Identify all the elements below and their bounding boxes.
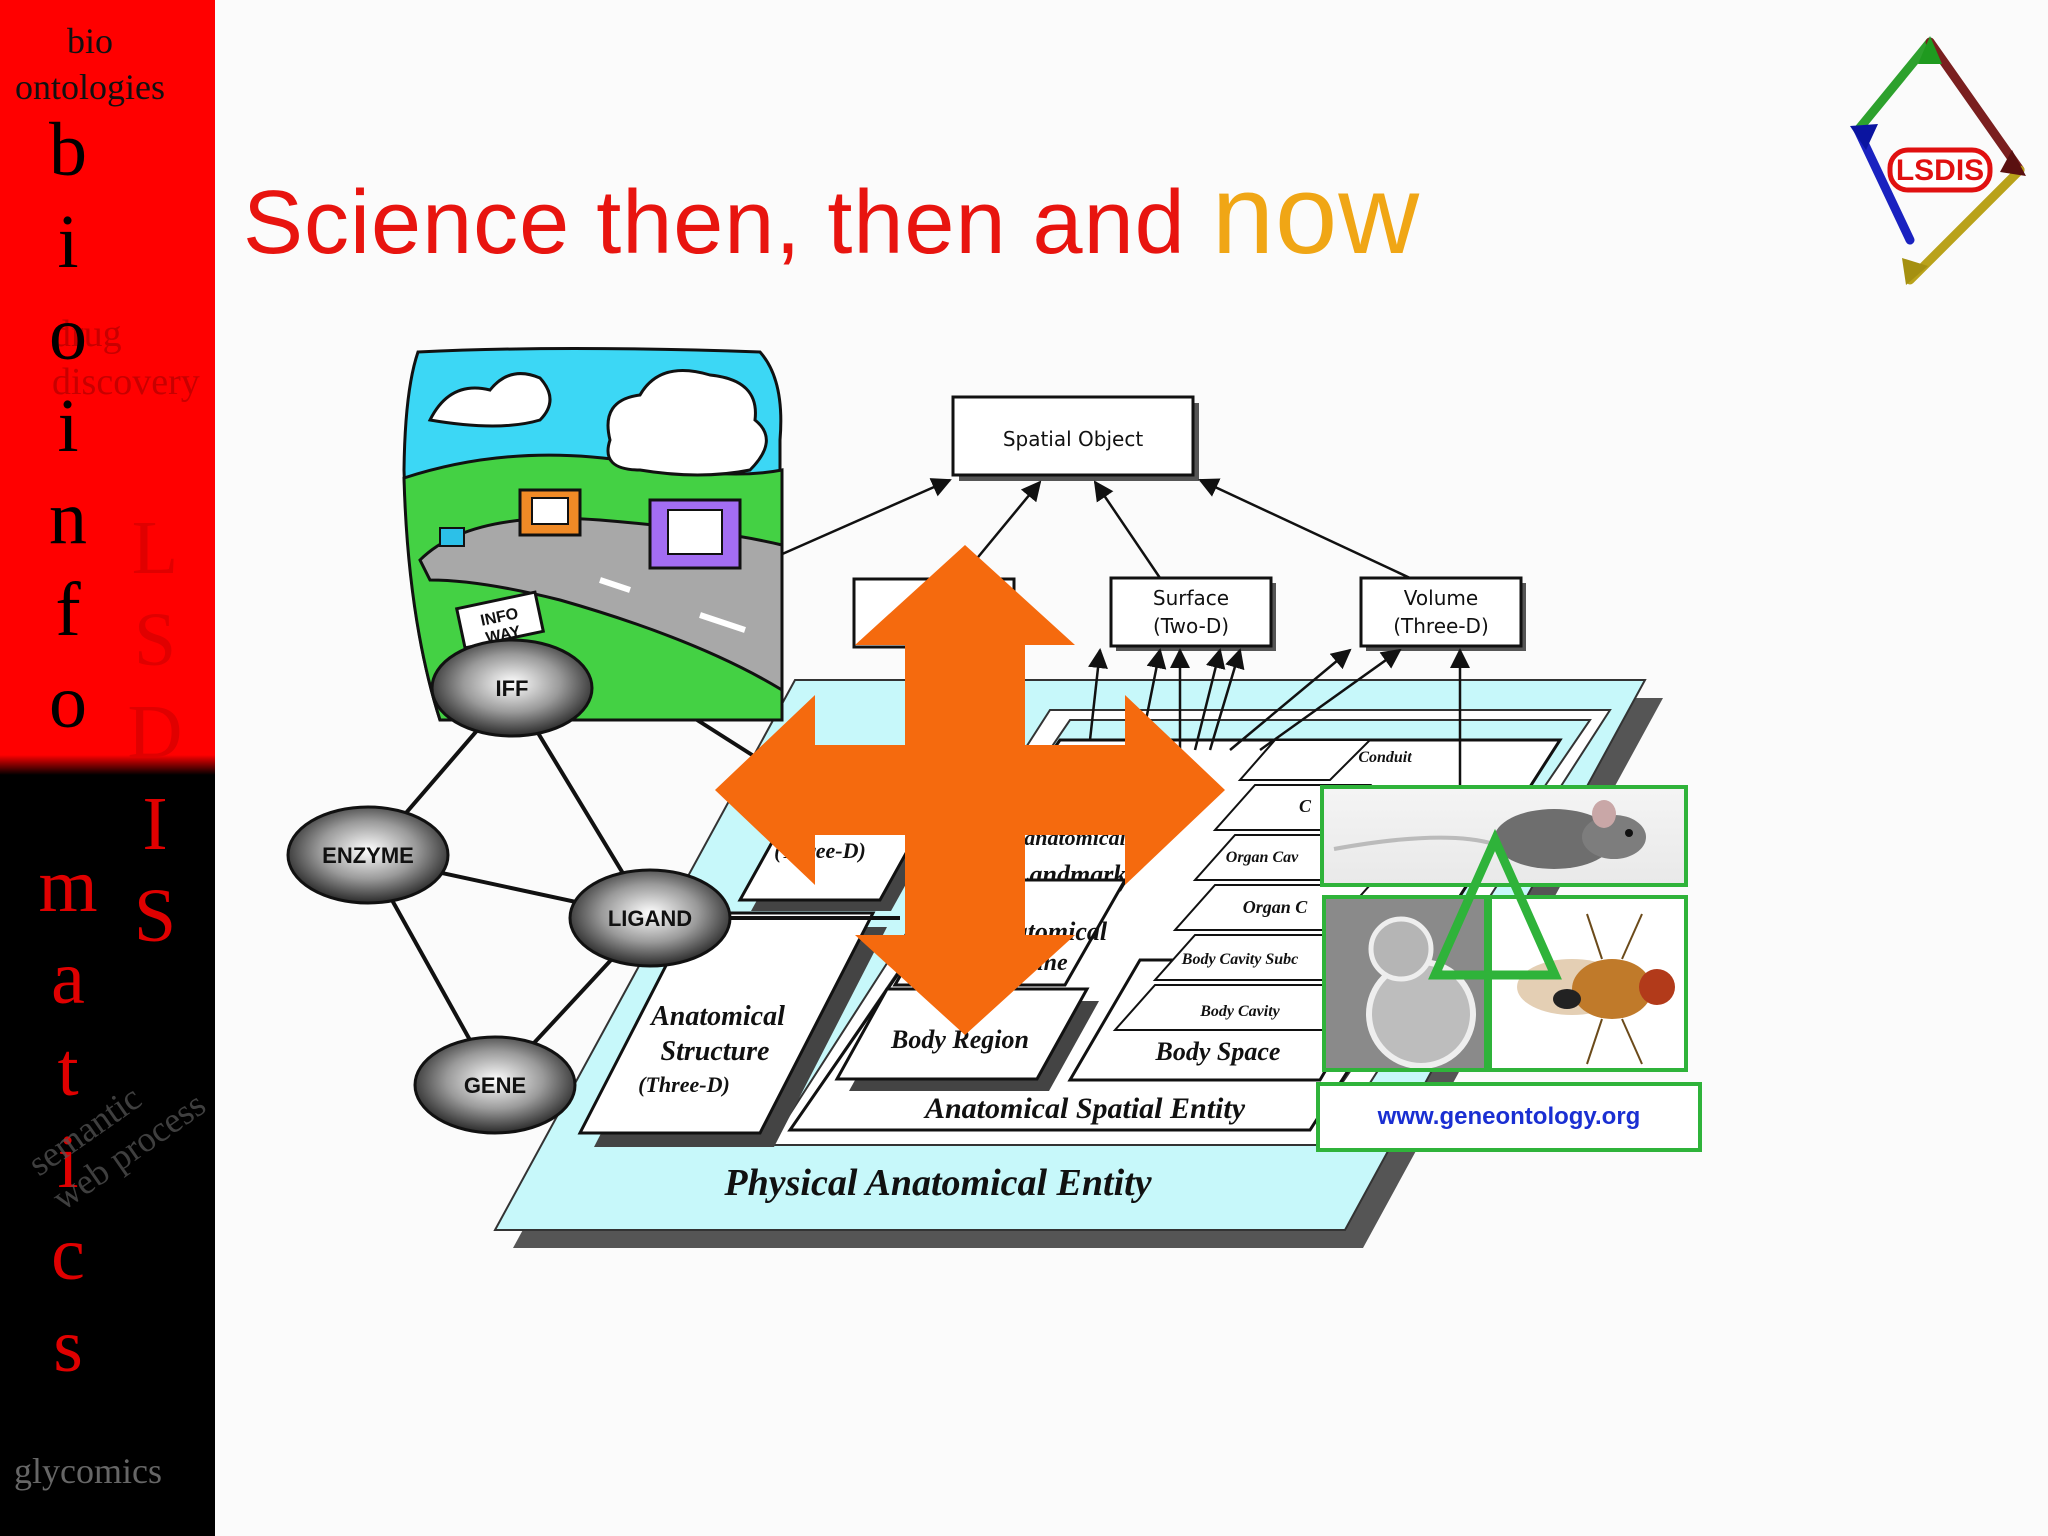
node-iff: IFF bbox=[430, 638, 594, 738]
spatial-object-box bbox=[951, 395, 1199, 481]
vertical-letter: s bbox=[53, 1304, 83, 1388]
surface-label-2: (Two-D) bbox=[1153, 614, 1229, 638]
body-cavity-label: Body Cavity bbox=[1199, 1003, 1280, 1020]
vertical-letter: i bbox=[57, 384, 79, 468]
hierarchy-arrows bbox=[779, 478, 1470, 790]
physical-anatomical-entity-label: Physical Anatomical Entity bbox=[723, 1162, 1151, 1204]
mouse-photo bbox=[1320, 785, 1688, 887]
vertical-letter: f bbox=[55, 568, 81, 652]
node-iff-label: IFF bbox=[496, 676, 529, 701]
node-enzyme-label: ENZYME bbox=[322, 843, 414, 868]
four-way-arrow-icon bbox=[715, 545, 1225, 1035]
anatomical-structure-label: Anatomical bbox=[649, 1001, 785, 1032]
volume-label: Volume bbox=[1404, 586, 1478, 610]
volume-box bbox=[1359, 576, 1526, 651]
node-ligand-label: LIGAND bbox=[608, 906, 692, 931]
organ-c-label: Organ C bbox=[1243, 897, 1309, 917]
vertical-letter: m bbox=[38, 844, 98, 928]
vertical-letter: c bbox=[51, 1212, 85, 1296]
anatomical-structure-label-3: (Three-D) bbox=[638, 1072, 730, 1097]
vertical-letter: b bbox=[49, 108, 87, 192]
organ-cavity-label: Organ Cav bbox=[1226, 849, 1299, 866]
logo-text: LSDIS bbox=[1896, 154, 1984, 187]
go-triangle-icon bbox=[1428, 828, 1562, 980]
volume-label-2: (Three-D) bbox=[1393, 614, 1489, 638]
node-enzyme: ENZYME bbox=[286, 805, 450, 905]
bio-ontologies-label: bio ontologies bbox=[15, 21, 165, 107]
surface-label: Surface bbox=[1153, 586, 1229, 610]
anatomical-structure-label-2: Structure bbox=[661, 1036, 770, 1067]
vertical-letter: i bbox=[57, 1120, 79, 1204]
vertical-letter: a bbox=[51, 936, 85, 1020]
slide-title: Science then, then and now bbox=[243, 150, 1420, 279]
body-space-label: Body Space bbox=[1155, 1037, 1281, 1066]
node-ligand: LIGAND bbox=[568, 868, 732, 968]
drug-discovery-label: drug discovery bbox=[52, 313, 200, 403]
anatomical-spatial-entity-label: Anatomical Spatial Entity bbox=[923, 1092, 1246, 1125]
lsdis-letter: S bbox=[133, 598, 177, 682]
vertical-letter: r bbox=[55, 752, 81, 836]
glycomics-label: glycomics bbox=[14, 1451, 162, 1491]
title-main: Science then, then and bbox=[243, 173, 1212, 273]
highway-clipart: INFOWAY bbox=[402, 347, 784, 722]
vertical-letter: o bbox=[49, 292, 87, 376]
spatial-object-label: Spatial Object bbox=[1003, 427, 1144, 451]
title-accent: now bbox=[1211, 152, 1421, 277]
anatomical-structure-box bbox=[577, 911, 887, 1147]
lsdis-letter: L bbox=[131, 506, 179, 590]
body-region-box bbox=[834, 987, 1099, 1091]
vertical-letter: o bbox=[49, 660, 87, 744]
lsdis-letter: S bbox=[133, 874, 177, 958]
lsdis-logo: LSDIS bbox=[1850, 36, 2026, 285]
lsdis-letter: D bbox=[127, 690, 183, 774]
yeast-photo bbox=[1322, 895, 1488, 1072]
vertical-letter: t bbox=[57, 1028, 79, 1112]
node-gene-label: GENE bbox=[464, 1073, 526, 1098]
lsdis-letter: I bbox=[142, 782, 168, 866]
body-cavity-sub-label: Body Cavity Subc bbox=[1181, 951, 1298, 968]
vertical-letter: n bbox=[49, 476, 87, 560]
vertical-letter: i bbox=[57, 200, 79, 284]
c-fragment-label: C bbox=[1299, 796, 1312, 816]
node-gene: GENE bbox=[413, 1035, 577, 1135]
surface-box bbox=[1109, 576, 1276, 651]
geneontology-link[interactable]: www.geneontology.org bbox=[1316, 1082, 1702, 1152]
conduit-label: Conduit bbox=[1358, 749, 1412, 766]
